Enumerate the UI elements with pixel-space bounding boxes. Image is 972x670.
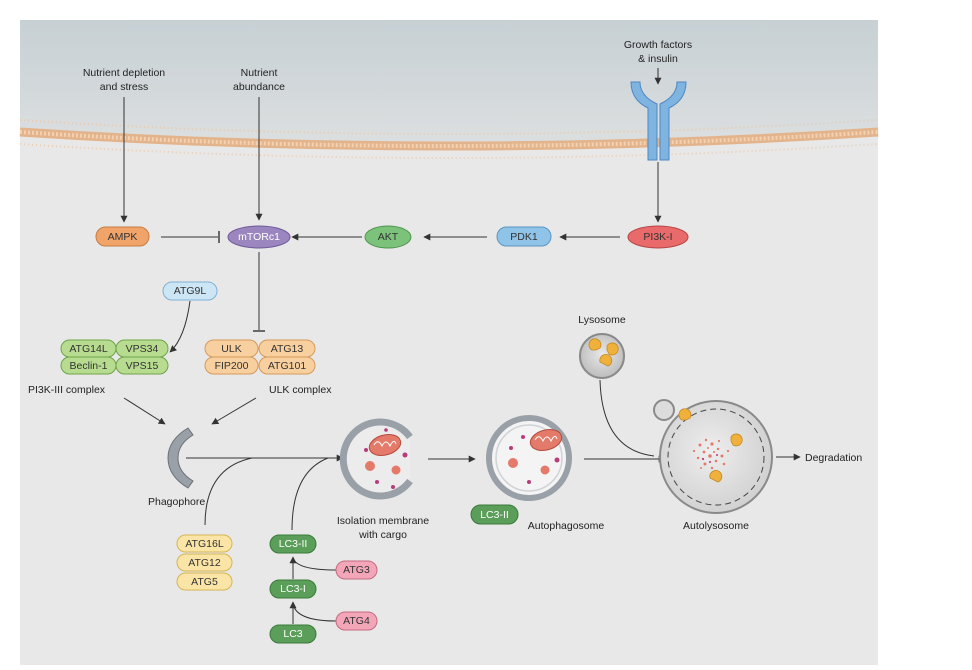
- nutrient-abundance-label-2: abundance: [233, 81, 285, 93]
- svg-text:mTORc1: mTORc1: [238, 231, 280, 243]
- nutrient-depletion-label: Nutrient depletion: [83, 67, 165, 79]
- svg-text:ATG14L: ATG14L: [69, 343, 107, 355]
- lc3-i-node: LC3-I: [269, 579, 317, 599]
- pi3k3-complex: ATG14L VPS34 Beclin-1 VPS15: [60, 339, 169, 375]
- growth-factors-label-2: & insulin: [638, 53, 678, 65]
- phagophore-shape: [167, 427, 194, 489]
- autolysosome: [653, 399, 773, 514]
- arrow-pi3k3-phagophore: [123, 397, 166, 425]
- svg-text:ATG3: ATG3: [343, 564, 370, 576]
- svg-text:ATG16L: ATG16L: [185, 538, 223, 550]
- arrow-lc3-join: [291, 457, 329, 531]
- mtorc1-node: mTORc1: [227, 225, 291, 249]
- atg16l-complex: ATG16L ATG12 ATG5: [176, 534, 233, 591]
- atg4-join: [293, 606, 337, 622]
- svg-text:VPS34: VPS34: [126, 343, 159, 355]
- isolation-label-2: with cargo: [358, 529, 407, 541]
- svg-text:VPS15: VPS15: [126, 360, 159, 372]
- svg-text:ATG12: ATG12: [188, 557, 221, 569]
- isolation-label: Isolation membrane: [337, 515, 429, 527]
- lc3-node: LC3: [269, 624, 317, 644]
- degradation-label: Degradation: [805, 452, 862, 464]
- lc3-ii-node: LC3-II: [269, 534, 317, 554]
- svg-text:PI3K-I: PI3K-I: [643, 231, 672, 243]
- arrow-atg9l-pi3k3: [169, 300, 191, 353]
- autolysosome-label: Autolysosome: [683, 520, 749, 532]
- lysosome-label: Lysosome: [578, 314, 626, 326]
- svg-text:ATG101: ATG101: [268, 360, 306, 372]
- svg-text:LC3-II: LC3-II: [480, 509, 509, 521]
- autophagosome: [486, 415, 572, 501]
- growth-factor-receptor: [630, 81, 687, 161]
- akt-node: AKT: [364, 225, 412, 249]
- svg-text:LC3-II: LC3-II: [279, 538, 308, 550]
- arrow-ulk-phagophore: [211, 397, 257, 425]
- nutrient-depletion-label-2: and stress: [100, 81, 148, 93]
- svg-text:ATG5: ATG5: [191, 576, 218, 588]
- lysosome: [579, 333, 625, 379]
- atg4-node: ATG4: [335, 611, 378, 631]
- svg-text:ATG4: ATG4: [343, 615, 370, 627]
- arrow-atg16l-join: [204, 457, 253, 526]
- atg3-join: [293, 559, 337, 571]
- autophagosome-label: Autophagosome: [528, 520, 605, 532]
- svg-text:AKT: AKT: [378, 231, 399, 243]
- isolation-membrane: [339, 418, 413, 500]
- growth-factors-label: Growth factors: [624, 39, 692, 51]
- ulk-complex: ULK ATG13 FIP200 ATG101: [204, 339, 316, 375]
- lc3-ii-badge: LC3-II: [470, 504, 519, 525]
- svg-text:AMPK: AMPK: [108, 231, 138, 243]
- atg9l-node: ATG9L: [162, 281, 218, 301]
- pdk1-node: PDK1: [496, 226, 552, 247]
- svg-text:FIP200: FIP200: [215, 360, 249, 372]
- pi3k1-node: PI3K-I: [627, 225, 689, 249]
- nutrient-abundance-label: Nutrient: [241, 67, 278, 79]
- phagophore-label: Phagophore: [148, 496, 205, 508]
- svg-text:Beclin-1: Beclin-1: [70, 360, 108, 372]
- ampk-node: AMPK: [95, 226, 150, 247]
- svg-text:ATG9L: ATG9L: [174, 285, 207, 297]
- svg-text:ATG13: ATG13: [271, 343, 304, 355]
- pi3k3-complex-label: PI3K-III complex: [28, 384, 106, 396]
- svg-text:LC3-I: LC3-I: [280, 583, 306, 595]
- ulk-complex-label: ULK complex: [269, 384, 332, 396]
- svg-text:ULK: ULK: [221, 343, 241, 355]
- atg3-node: ATG3: [335, 560, 378, 580]
- svg-text:PDK1: PDK1: [510, 231, 538, 243]
- svg-text:LC3: LC3: [283, 628, 302, 640]
- arrow-lysosome-join: [599, 379, 655, 457]
